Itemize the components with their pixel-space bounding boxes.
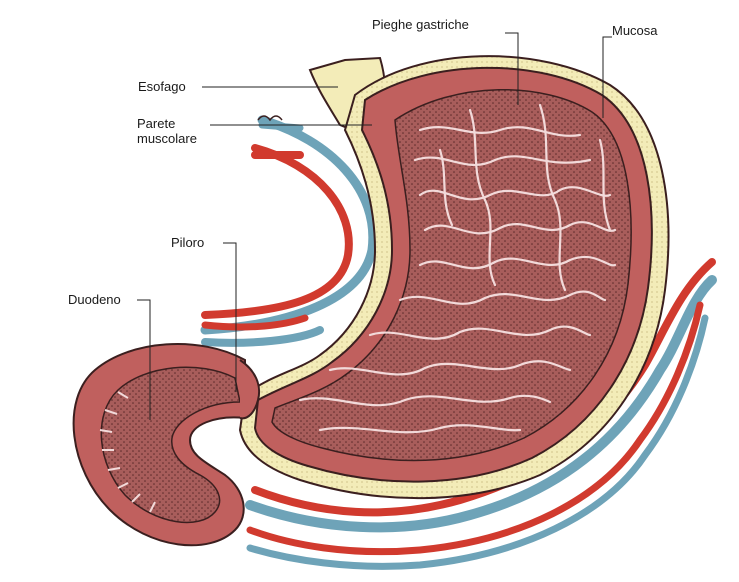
label-piloro: Piloro xyxy=(171,235,204,250)
label-pieghe-gastriche: Pieghe gastriche xyxy=(372,17,469,32)
label-parete-line2: muscolare xyxy=(137,131,197,146)
lesser-curvature-artery xyxy=(205,148,349,315)
label-duodeno: Duodeno xyxy=(68,292,121,307)
label-mucosa: Mucosa xyxy=(612,23,658,38)
duodenum xyxy=(74,344,245,545)
label-parete-line1: Parete xyxy=(137,116,175,131)
label-esofago: Esofago xyxy=(138,79,186,94)
stomach xyxy=(240,56,668,498)
